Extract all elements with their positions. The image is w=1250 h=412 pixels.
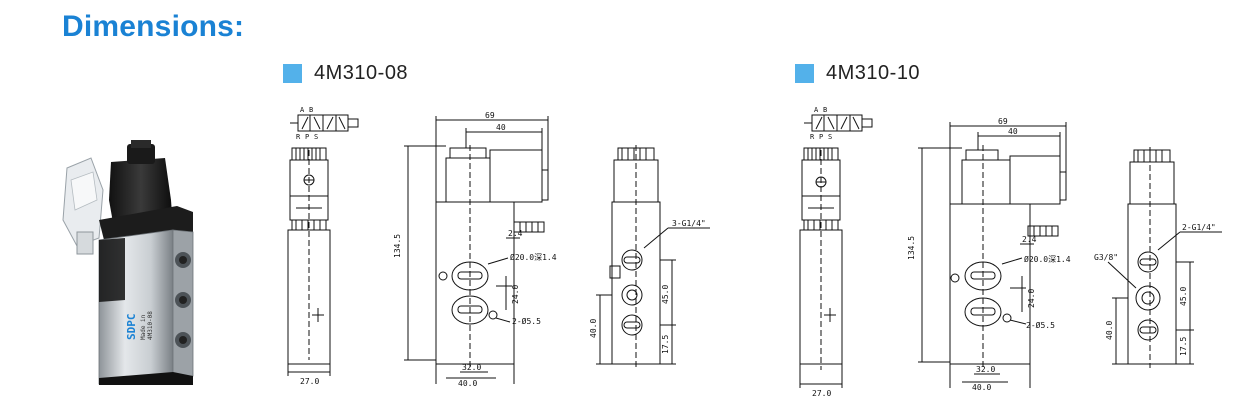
dim-ports-1: 3-G1/4"	[672, 219, 706, 228]
port-letter-r: R	[810, 133, 815, 141]
dim-base-outer-2: 40.0	[972, 383, 991, 392]
model-label-1: 4M310-08	[314, 62, 409, 84]
side-view-2	[918, 122, 1067, 388]
dim-port-dia-2: Ø20.0深1.4	[1024, 254, 1071, 264]
dim-mount-1: 2-Ø5.5	[512, 316, 541, 326]
dim-base-inner-1: 32.0	[462, 363, 481, 372]
dim-solenoid-width-2: 40	[1008, 127, 1018, 136]
dim-base-outer-1: 40.0	[458, 379, 477, 388]
dim-solenoid-width-1: 40	[496, 123, 506, 132]
valve-symbol-1	[290, 114, 359, 132]
product-photo: SDPC Made in 4M310-08	[62, 140, 194, 385]
dim-port-height-1: 40.0	[589, 319, 598, 338]
dim-width-2: 27.0	[812, 389, 831, 398]
dim-height-2: 134.5	[907, 236, 916, 260]
front-view-2	[799, 147, 843, 388]
dim-port-dia-1: Ø20.0深1.4	[510, 252, 557, 262]
port-letter-s: S	[828, 133, 832, 141]
dim-hole-spacing-1: 24.0	[511, 285, 520, 304]
port-letter-p: P	[305, 133, 309, 141]
dim-port-bottom-2: 17.5	[1179, 337, 1188, 356]
dim-port-bottom-1: 17.5	[661, 335, 670, 354]
port-letter-r: R	[296, 133, 301, 141]
front-view-1	[287, 147, 331, 376]
dim-hole-spacing-2: 24.0	[1027, 289, 1036, 308]
dim-base-inner-2: 32.0	[976, 365, 995, 374]
model-swatch	[283, 64, 302, 83]
model-swatch	[795, 64, 814, 83]
dim-port-height-2: 40.0	[1105, 321, 1114, 340]
port-letter-p: P	[819, 133, 823, 141]
dim-ports-2: 2-G1/4"	[1182, 223, 1216, 232]
dim-port-pitch-1: 45.0	[661, 285, 670, 304]
dim-offset-2: 2.4	[1022, 235, 1037, 244]
valve-symbol-2	[804, 114, 873, 132]
port-view-1	[596, 145, 710, 368]
port-letter-s: S	[314, 133, 318, 141]
port-letter-a: A	[300, 106, 305, 114]
model-header-2: 4M310-10	[795, 62, 920, 85]
brand-logo: SDPC	[125, 314, 138, 341]
dim-height-1: 134.5	[393, 234, 402, 258]
dim-mount-2: 2-Ø5.5	[1026, 320, 1055, 330]
side-view-1	[404, 116, 549, 384]
port-letter-a: A	[814, 106, 819, 114]
port-letter-b: B	[823, 106, 827, 114]
dim-width-1: 27.0	[300, 377, 319, 386]
dim-port-pitch-2: 45.0	[1179, 287, 1188, 306]
product-label-1: Made in	[140, 314, 147, 340]
page-title: Dimensions:	[62, 10, 245, 43]
dim-overall-width-1: 69	[485, 111, 495, 120]
model-header-1: 4M310-08	[283, 62, 408, 85]
port-view-2	[1107, 147, 1222, 368]
model-label-2: 4M310-10	[826, 62, 921, 84]
product-label-2: 4M310-08	[147, 311, 154, 340]
dim-offset-1: 2.4	[508, 229, 523, 238]
dim-inlet-2: G3/8"	[1094, 253, 1118, 262]
dim-overall-width-2: 69	[998, 117, 1008, 126]
port-letter-b: B	[309, 106, 313, 114]
